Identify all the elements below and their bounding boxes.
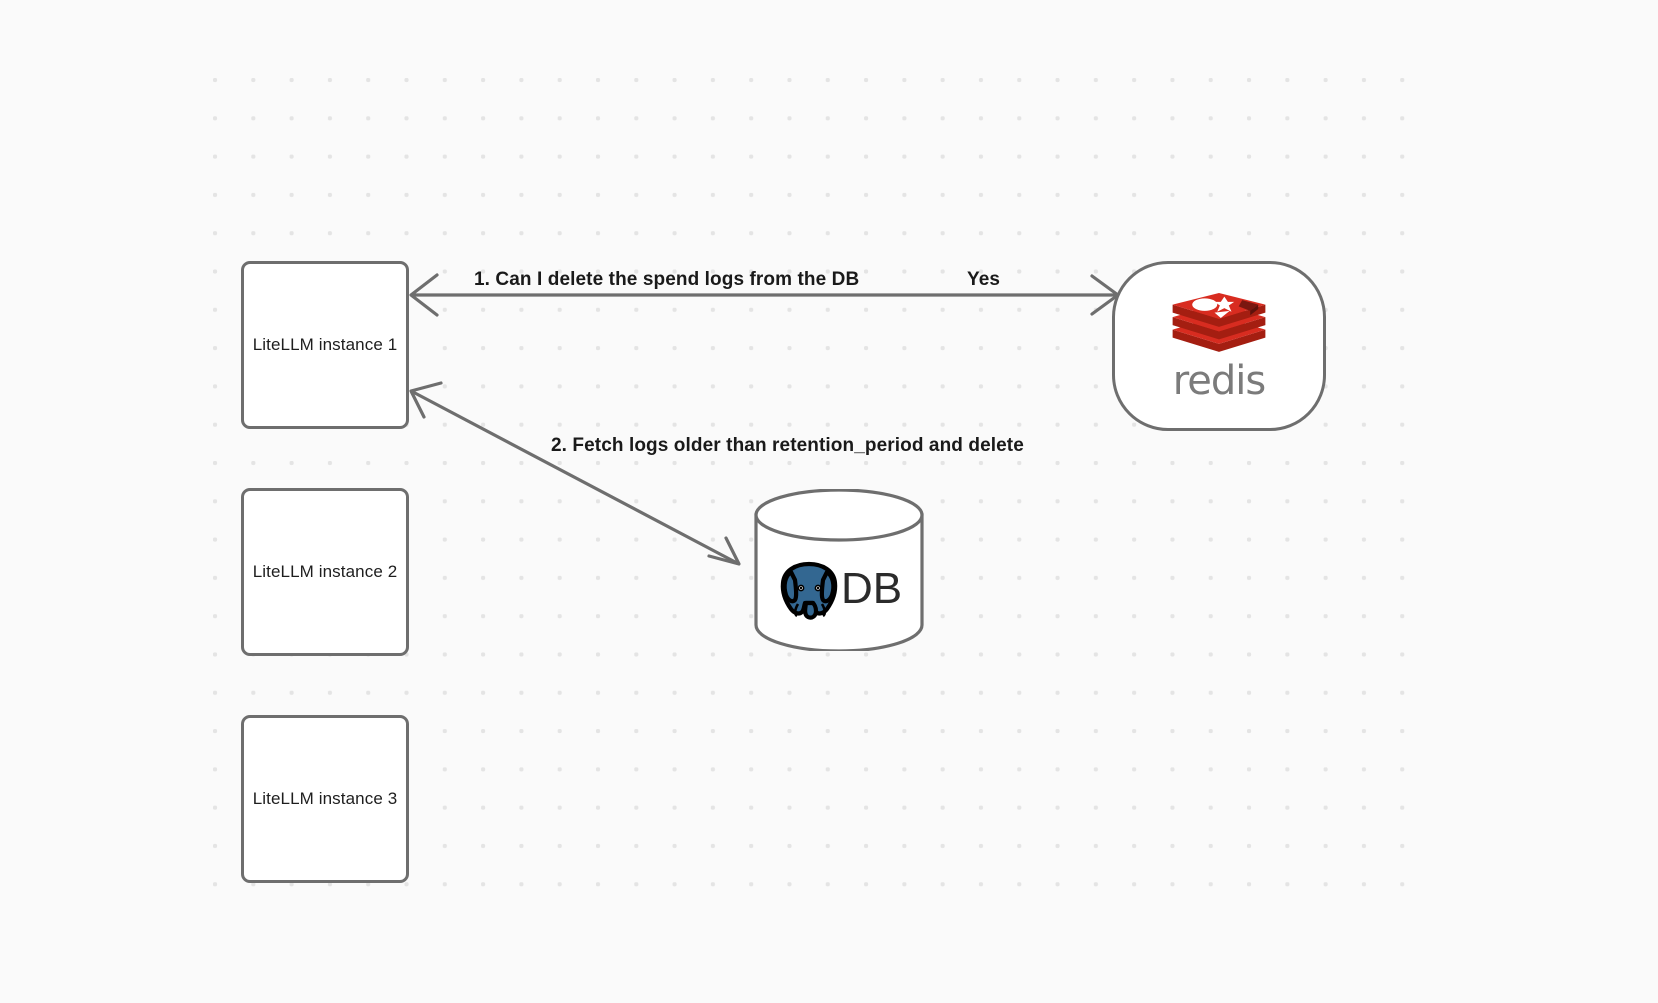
node-litellm-instance-3-label: LiteLLM instance 3: [252, 789, 398, 808]
db-cylinder-shape: [754, 489, 924, 651]
node-db[interactable]: DB: [753, 489, 925, 651]
arrowhead-upleft-icon: [409, 381, 443, 419]
node-redis[interactable]: redis: [1112, 261, 1326, 431]
redis-logo-icon: [1172, 293, 1266, 352]
edge-label-2: 2. Fetch logs older than retention_perio…: [551, 435, 1024, 456]
node-litellm-instance-1-label: LiteLLM instance 1: [252, 335, 398, 354]
node-litellm-instance-1[interactable]: LiteLLM instance 1: [241, 261, 409, 429]
edge-litellm1-db: [409, 381, 741, 566]
edge-label-1-reply: Yes: [967, 269, 1001, 290]
node-litellm-instance-3[interactable]: LiteLLM instance 3: [241, 715, 409, 883]
node-litellm-instance-2-label: LiteLLM instance 2: [252, 562, 398, 581]
db-label: DB: [840, 564, 903, 613]
edge-label-1: 1. Can I delete the spend logs from the …: [474, 269, 860, 290]
redis-wordmark-label: redis: [1172, 358, 1267, 404]
db-label-group: DB: [753, 549, 925, 629]
arrowhead-downright-icon: [707, 536, 741, 566]
redis-logo-group: redis: [1165, 293, 1273, 401]
node-litellm-instance-2[interactable]: LiteLLM instance 2: [241, 488, 409, 656]
arrowhead-left-icon: [409, 273, 439, 317]
postgresql-elephant-icon: [780, 561, 838, 620]
